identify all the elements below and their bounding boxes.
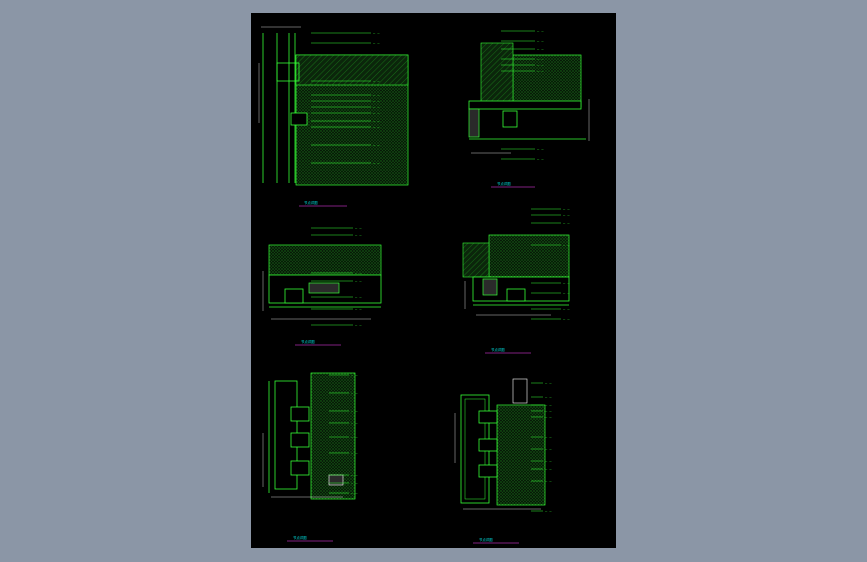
callout-label: — — <box>537 157 544 161</box>
detail-caption: 节点详图 <box>301 339 315 344</box>
column-section <box>480 42 514 108</box>
callout-label: — — <box>563 213 570 217</box>
callout-label: — — <box>537 29 544 33</box>
callout-label: — — <box>537 39 544 43</box>
bracket <box>290 406 310 422</box>
callout-label: — — <box>373 119 380 123</box>
callout-label: — — <box>545 479 552 483</box>
keel-profile <box>308 282 340 294</box>
callout-label: — — <box>373 99 380 103</box>
bracket <box>290 432 310 448</box>
callout-label: — — <box>545 435 552 439</box>
concrete-slab <box>488 234 570 278</box>
callout-label: — — <box>373 41 380 45</box>
callout-label: — — <box>351 391 358 395</box>
concrete-slab <box>268 244 382 276</box>
detail-drawings-canvas: — — — — — — — — — — — — — — — — — — — — — — 节点详图 —… <box>258 26 590 544</box>
callout-label: — — <box>373 143 380 147</box>
callout-label: — — <box>355 295 362 299</box>
window-frame <box>468 108 480 138</box>
callout-label: — — <box>373 125 380 129</box>
bracket <box>290 460 310 476</box>
callout-label: — — <box>563 307 570 311</box>
callout-label: — — <box>563 207 570 211</box>
detail-4[interactable]: — — — — — — — — — — — — — — — — 节点详图 <box>462 207 570 354</box>
callout-label: — — <box>537 69 544 73</box>
detail-5[interactable]: — — — — — — — — — — — — — — — — — — 节点详图 <box>262 372 358 542</box>
detail-caption: 节点详图 <box>479 537 493 542</box>
callout-label: — — <box>373 111 380 115</box>
leader-lines: — — — — — — — — — — — — — — — — <box>501 29 544 161</box>
detail-6[interactable]: — — — — — — — — — — — — — — — — — — — — — — 节点详图 <box>454 378 552 544</box>
callout-label: — — <box>373 161 380 165</box>
detail-caption: 节点详图 <box>497 181 511 186</box>
detail-caption: 节点详图 <box>491 347 505 352</box>
leader-lines: — — — — — — — — — — — — — — <box>311 226 362 327</box>
anchor-bracket <box>276 62 300 82</box>
callout-label: — — <box>351 409 358 413</box>
bottom-cap <box>328 474 344 486</box>
callout-label: — — <box>563 281 570 285</box>
callout-label: — — <box>373 31 380 35</box>
callout-label: — — <box>537 63 544 67</box>
callout-label: — — <box>537 147 544 151</box>
callout-label: — — <box>355 307 362 311</box>
track-profile <box>284 288 304 304</box>
concrete-wall <box>496 404 546 506</box>
callout-label: — — <box>563 317 570 321</box>
drawing-sheet[interactable]: — — — — — — — — — — — — — — — — — — — — — — 节点详图 —… <box>251 13 616 548</box>
callout-label: — — <box>351 491 358 495</box>
callout-label: — — <box>355 226 362 230</box>
callout-label: — — <box>545 467 552 471</box>
callout-label: — — <box>545 509 552 513</box>
leader-lines: — — — — — — — — — — — — — — — — — — <box>329 373 358 495</box>
callout-label: — — <box>355 271 362 275</box>
detail-1[interactable]: — — — — — — — — — — — — — — — — — — — — — — 节点详图 <box>258 26 409 207</box>
callout-label: — — <box>545 409 552 413</box>
ceiling-line <box>468 100 582 110</box>
callout-label: — — <box>537 47 544 51</box>
callout-label: — — <box>351 473 358 477</box>
callout-label: — — <box>545 403 552 407</box>
bracket <box>478 464 498 478</box>
callout-label: — — <box>351 373 358 377</box>
callout-label: — — <box>351 451 358 455</box>
leader-lines: — — — — — — — — — — — — — — — — — — — — — — <box>531 381 552 513</box>
callout-label: — — <box>563 291 570 295</box>
callout-label: — — <box>355 279 362 283</box>
window-frame <box>482 278 498 296</box>
detail-2[interactable]: — — — — — — — — — — — — — — — — 节点详图 <box>468 29 590 188</box>
mullion-profile <box>290 112 308 126</box>
callout-label: — — <box>545 415 552 419</box>
callout-label: — — <box>537 57 544 61</box>
bracket <box>478 438 498 452</box>
callout-label: — — <box>355 323 362 327</box>
callout-label: — — <box>351 421 358 425</box>
callout-label: — — <box>563 221 570 225</box>
leader-lines: — — — — — — — — — — — — — — — — — — — — — — <box>311 31 380 165</box>
concrete-slab <box>512 54 582 108</box>
leader-lines: — — — — — — — — — — — — — — — — <box>531 207 570 321</box>
detail-3[interactable]: — — — — — — — — — — — — — — 节点详图 <box>262 226 382 346</box>
callout-label: — — <box>545 447 552 451</box>
callout-label: — — <box>563 243 570 247</box>
callout-label: — — <box>351 481 358 485</box>
callout-label: — — <box>545 381 552 385</box>
detail-caption: 节点详图 <box>293 535 307 540</box>
callout-label: — — <box>545 395 552 399</box>
callout-label: — — <box>351 435 358 439</box>
callout-label: — — <box>545 459 552 463</box>
detail-caption: 节点详图 <box>304 200 318 205</box>
track-profile <box>506 288 526 302</box>
callout-label: — — <box>373 93 380 97</box>
window-frame <box>512 378 528 404</box>
callout-label: — — <box>355 233 362 237</box>
callout-label: — — <box>373 105 380 109</box>
callout-label: — — <box>373 79 380 83</box>
column-section <box>462 242 490 278</box>
beam-section <box>295 54 409 86</box>
bracket <box>478 410 498 424</box>
track-profile <box>502 110 518 128</box>
